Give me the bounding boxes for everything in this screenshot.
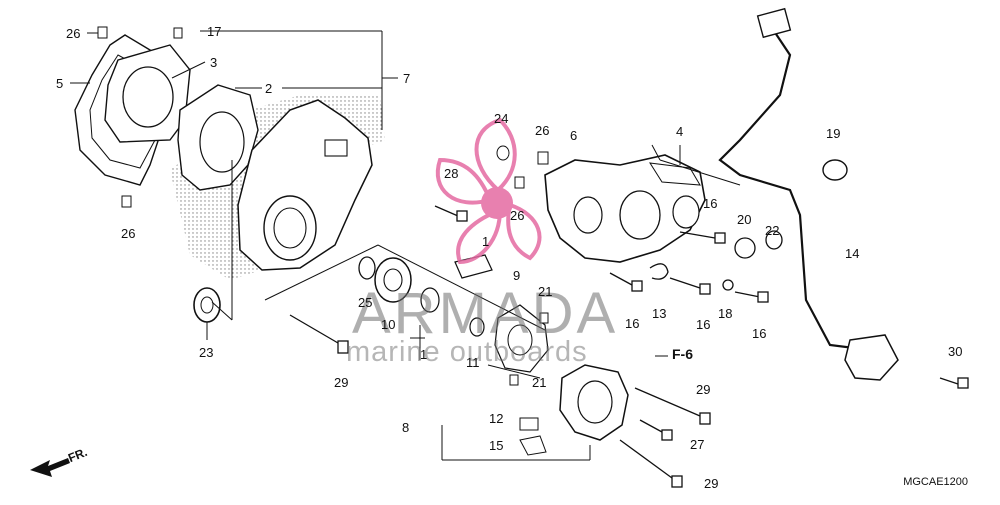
callout: 28 xyxy=(444,166,459,181)
callout: 30 xyxy=(948,344,963,359)
watermark-propeller xyxy=(435,117,542,265)
callout: 29 xyxy=(704,476,719,491)
callout: 1 xyxy=(420,347,428,362)
callout: 6 xyxy=(570,128,578,143)
callout: 26 xyxy=(510,208,525,223)
callout: 11 xyxy=(466,355,480,370)
callout: 15 xyxy=(489,438,504,453)
callout: 25 xyxy=(358,295,373,310)
callout: 24 xyxy=(494,111,509,126)
callout: 13 xyxy=(652,306,667,321)
callout: 16 xyxy=(696,317,711,332)
reference-label: F-6 xyxy=(672,346,693,362)
callout: 14 xyxy=(845,246,860,261)
callout: 21 xyxy=(538,284,553,299)
callout: 16 xyxy=(752,326,767,341)
callout: 8 xyxy=(402,420,410,435)
leader-lines xyxy=(70,30,741,461)
callout: 22 xyxy=(765,223,780,238)
callout: 29 xyxy=(696,382,711,397)
callout: 17 xyxy=(207,24,222,39)
callout: 12 xyxy=(489,411,504,426)
callout: 2 xyxy=(265,81,273,96)
callout: 23 xyxy=(199,345,214,360)
callout: 3 xyxy=(210,55,218,70)
callout: 1 xyxy=(482,234,490,249)
watermark-title: ARMADA xyxy=(352,281,619,346)
callout: 7 xyxy=(403,71,411,86)
callout: 26 xyxy=(66,26,81,41)
callout: 27 xyxy=(690,437,705,452)
diagram-code: MGCAE1200 xyxy=(903,476,968,488)
callout: 5 xyxy=(56,76,64,91)
part-sensor-harness xyxy=(718,24,871,352)
part-seal-23 xyxy=(193,287,221,323)
callout: 26 xyxy=(535,123,550,138)
callout: 26 xyxy=(121,226,136,241)
callout: 16 xyxy=(625,316,640,331)
watermark-subtitle: marine outboards xyxy=(346,336,588,368)
callout: 9 xyxy=(513,268,521,283)
part-bearing-10 xyxy=(374,257,412,303)
bolts xyxy=(289,205,969,488)
callout: 16 xyxy=(703,196,718,211)
callout: 29 xyxy=(334,375,349,390)
callout: 21 xyxy=(532,375,547,390)
callout: 10 xyxy=(381,317,396,332)
callout: 18 xyxy=(718,306,733,321)
callout: 4 xyxy=(676,124,684,139)
callout: 19 xyxy=(826,126,841,141)
callout: 20 xyxy=(737,212,752,227)
